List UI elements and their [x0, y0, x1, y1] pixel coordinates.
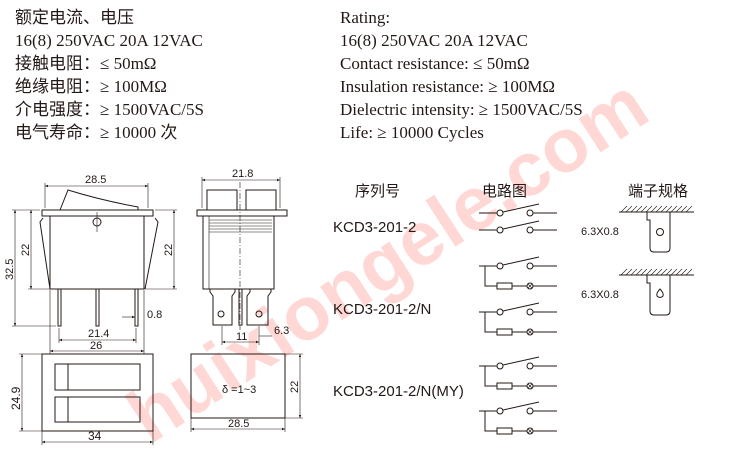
front-view [39, 189, 159, 327]
terminal-spec-drop-hole: 6.3X0.8 [581, 268, 695, 316]
circuit-diagram-2 [479, 257, 557, 335]
spec-line: 额定电流、电压 [15, 8, 134, 27]
panel-thickness: δ =1~3 [222, 384, 256, 396]
dim-frame-height: 24.9 [9, 386, 23, 410]
dim-side-width: 21.8 [232, 168, 253, 180]
model-kcd3-201-2: KCD3-201-2 [333, 219, 416, 236]
spec-line: Rating: [340, 8, 391, 27]
spec-line: 绝缘电阻：≥ 100MΩ [15, 77, 167, 96]
spec-line: 接触电阻：≤ 50mΩ [15, 54, 157, 73]
header-terminal: 端子规格 [628, 182, 688, 200]
circuit-diagram-3 [479, 357, 557, 434]
spec-line: Insulation resistance: ≥ 100MΩ [340, 77, 556, 96]
dim-frame-width: 34 [88, 429, 102, 443]
panel-cutout: δ =1~3 22 28.5 [190, 353, 303, 432]
spec-line: 16(8) 250VAC 20A 12VAC [15, 31, 203, 50]
frame-view: 24.9 34 [9, 353, 154, 445]
terminal-spec-round-hole: 6.3X0.8 [581, 205, 695, 253]
dim-pin-thickness: 0.8 [147, 309, 162, 321]
header-circuit: 电路图 [482, 182, 527, 200]
dim-terminal-width: 6.3 [274, 325, 289, 337]
dim-body-height-left: 22 [20, 244, 32, 256]
spec-line: 16(8) 250VAC 20A 12VAC [340, 31, 528, 50]
front-dimensions: 28.5 32.5 22 22 0.8 21.4 26 [4, 174, 177, 354]
dim-body-width: 26 [90, 340, 102, 352]
spec-line: 介电强度：≥ 1500VAC/5S [15, 100, 204, 119]
specs-chinese: 额定电流、电压 16(8) 250VAC 20A 12VAC 接触电阻：≤ 50… [15, 6, 204, 144]
spec-line: Contact resistance: ≤ 50mΩ [340, 54, 530, 73]
terminal-size: 6.3X0.8 [581, 226, 619, 238]
spec-line: 电气寿命：≥ 10000 次 [15, 123, 178, 142]
side-view: 21.8 11 6.3 [196, 168, 289, 345]
model-kcd3-201-2-n: KCD3-201-2/N [333, 301, 431, 318]
dim-top-width: 28.5 [85, 174, 106, 186]
header-model: 序列号 [355, 182, 400, 200]
dim-terminal-pitch: 11 [236, 331, 247, 343]
model-kcd3-201-2-n-my: KCD3-201-2/N(MY) [333, 383, 464, 400]
dim-total-height: 32.5 [4, 259, 16, 280]
spec-line: Dielectric intensity: ≥ 1500VAC/5S [340, 100, 583, 119]
spec-line: Life: ≥ 10000 Cycles [340, 123, 484, 142]
specs-english: Rating: 16(8) 250VAC 20A 12VAC Contact r… [340, 6, 583, 144]
terminal-size: 6.3X0.8 [581, 289, 619, 301]
dim-pin-span: 21.4 [88, 328, 109, 340]
dim-panel-height: 22 [289, 381, 301, 393]
dim-body-height-right: 22 [163, 244, 175, 256]
dim-panel-width: 28.5 [228, 418, 249, 430]
